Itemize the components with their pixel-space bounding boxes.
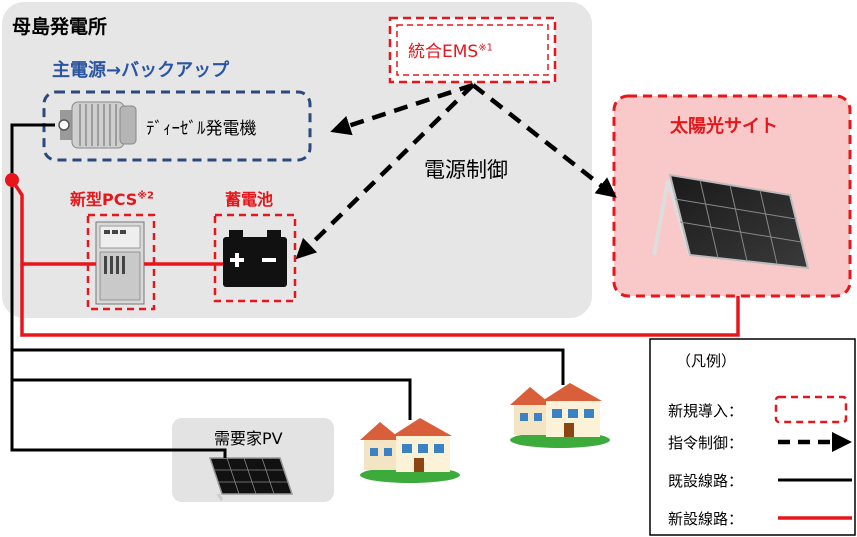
- legend-item-new: 新規導入：: [668, 402, 744, 420]
- battery-icon: [223, 230, 287, 287]
- ems-box: [388, 16, 557, 84]
- customer-pv-panel-icon: [208, 457, 294, 501]
- control-arrows: [295, 82, 617, 260]
- power-role-label: 主電源→バックアップ: [52, 60, 230, 81]
- diesel-label: ﾃﾞｨｰｾﾞﾙ発電機: [146, 119, 257, 139]
- station-title: 母島発電所: [12, 16, 108, 38]
- legend-box: [649, 338, 856, 536]
- new-lines: [10, 179, 740, 337]
- solar-panel-icon: [652, 173, 810, 270]
- battery-box: [213, 213, 297, 303]
- house-icon: [360, 418, 460, 483]
- ems-label: 統合EMS※1: [408, 42, 493, 62]
- legend-item-control: 指令制御：: [668, 434, 744, 452]
- battery-label: 蓄電池: [225, 190, 274, 209]
- existing-lines: [10, 123, 565, 458]
- customer-pv-label: 需要家PV: [214, 429, 283, 448]
- pcs-label: 新型PCS※2: [70, 190, 154, 209]
- legend-title: （凡例）: [676, 352, 737, 370]
- switch-node: [5, 173, 19, 187]
- legend-symbol-red-dashed-box: [774, 395, 848, 424]
- pcs-cabinet-icon: [95, 221, 145, 305]
- legend-item-new-line: 新設線路：: [668, 510, 744, 528]
- house-icon: [510, 383, 610, 448]
- diesel-engine-icon: [58, 101, 137, 149]
- pcs-box: [86, 213, 156, 311]
- solar-site-label: 太陽光サイト: [670, 116, 778, 137]
- control-label: 電源制御: [424, 158, 508, 182]
- legend-item-existing-line: 既設線路：: [668, 472, 744, 490]
